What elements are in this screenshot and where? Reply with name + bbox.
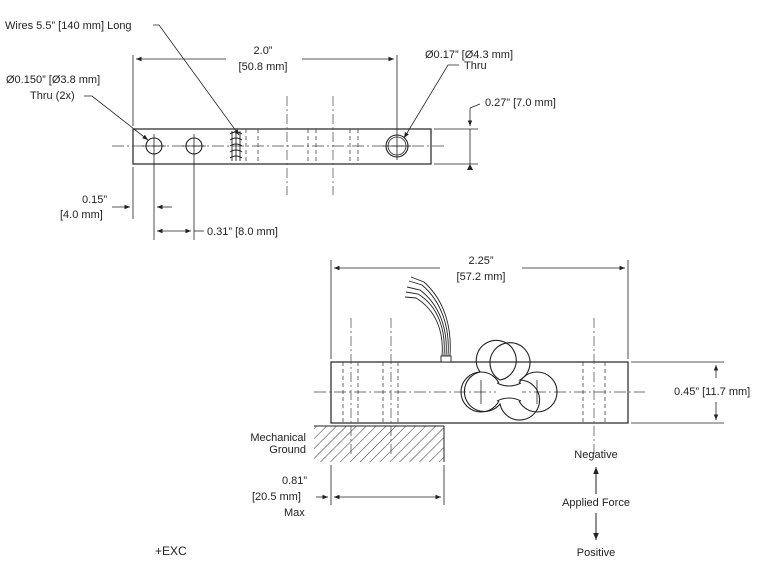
ground-label-line1: Mechanical — [250, 432, 306, 444]
top-length-dimension — [132, 55, 398, 132]
side-height-dimension — [631, 361, 724, 424]
mechanical-ground — [314, 426, 444, 462]
binocular-cutout — [460, 339, 558, 421]
ground-label-line2: Ground — [269, 444, 306, 456]
top-width-dimension — [434, 103, 481, 165]
force-applied-label: Applied Force — [562, 497, 630, 509]
mount-in: 0.81” — [282, 475, 307, 487]
hole-spacing-dimension — [157, 158, 204, 240]
side-view-body — [330, 361, 629, 424]
large-hole-note: Thru — [464, 60, 487, 72]
top-length-in: 2.0” — [254, 45, 273, 57]
small-hole-2 — [182, 134, 206, 158]
top-width-label: 0.27” [7.0 mm] — [485, 97, 556, 109]
large-hole — [383, 132, 411, 160]
side-height-label: 0.45” [11.7 mm] — [674, 386, 750, 398]
wire-bundle — [229, 131, 243, 161]
top-view: 2.0” [50.8 mm] Wires 5.5” [140 mm] Long … — [5, 20, 556, 240]
applied-force-indicator: Negative Applied Force Positive — [562, 449, 630, 559]
edge-offset-mm: [4.0 mm] — [60, 209, 103, 221]
mount-dimension — [316, 465, 445, 505]
large-hole-dia: Ø0.17” [Ø4.3 mm] — [425, 49, 513, 61]
wires-length-label: Wires 5.5” [140 mm] Long — [5, 20, 132, 32]
hole-spacing-label: 0.31” [8.0 mm] — [207, 226, 278, 238]
side-length-in: 2.25” — [468, 255, 493, 267]
side-wire-bundle — [404, 276, 452, 363]
edge-offset-in: 0.15” — [82, 194, 107, 206]
top-length-mm: [50.8 mm] — [239, 61, 288, 73]
edge-offset-dimension — [112, 158, 172, 240]
side-view-hidden-lines — [342, 362, 606, 423]
small-hole-note: Thru (2x) — [30, 90, 75, 102]
mount-note: Max — [284, 507, 305, 519]
mount-mm: [20.5 mm] — [252, 491, 301, 503]
side-length-dimension — [330, 260, 629, 359]
small-hole-dia: Ø0.150” [Ø3.8 mm] — [6, 74, 100, 86]
side-view: 2.25” [57.2 mm] 0.45” [11.7 mm] Mechanic… — [250, 255, 750, 519]
force-positive-label: Positive — [577, 547, 616, 559]
top-view-hidden-lines — [245, 129, 359, 164]
top-view-body — [132, 128, 432, 165]
small-hole-1 — [142, 134, 166, 158]
excitation-label: +EXC — [155, 544, 187, 558]
side-length-mm: [57.2 mm] — [457, 271, 506, 283]
force-negative-label: Negative — [574, 449, 617, 461]
